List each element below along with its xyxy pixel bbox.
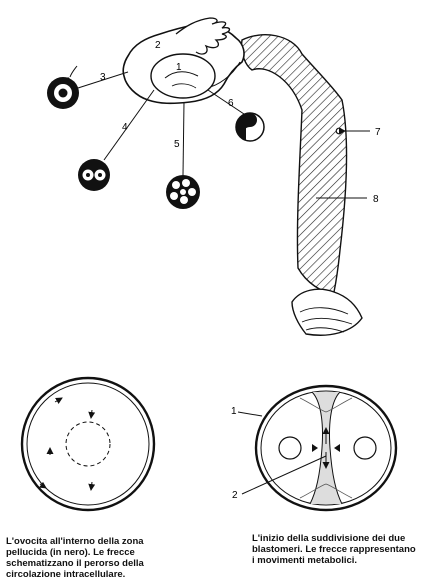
ovary <box>150 53 216 99</box>
stage-implanting <box>335 127 343 135</box>
reproductive-tract-diagram <box>122 17 363 336</box>
stage-blastocyst <box>235 112 265 142</box>
caption-ovocyte: L'ovocita all'interno della zona pelluci… <box>6 536 144 580</box>
label-b1: 1 <box>231 406 237 417</box>
caption-line: pellucida (in nero). Le frecce <box>6 547 135 558</box>
label-1: 1 <box>176 62 182 73</box>
caption-line: schematizzano il perorso della <box>6 558 144 569</box>
label-4: 4 <box>122 122 128 133</box>
uterus-hatched <box>240 34 348 293</box>
caption-line: blastomeri. Le frecce rappresentano <box>252 544 416 555</box>
label-b2: 2 <box>232 490 238 501</box>
ovocyte-circulation-diagram <box>20 376 156 512</box>
caption-blastomeres: L'inizio della suddivisione dei due blas… <box>252 533 416 566</box>
label-7: 7 <box>375 127 381 138</box>
caption-line: L'ovocita all'interno della zona <box>6 536 144 547</box>
label-6: 6 <box>228 98 234 109</box>
stage-two-cell <box>78 159 110 191</box>
stage-ovocyte <box>47 65 79 109</box>
fimbriae <box>175 17 231 55</box>
label-2: 2 <box>155 40 161 51</box>
label-8: 8 <box>373 194 379 205</box>
label-3: 3 <box>100 72 106 83</box>
caption-line: L'inizio della suddivisione dei due <box>252 533 406 544</box>
caption-line: circolazione intracellulare. <box>6 569 126 580</box>
leader-lines <box>77 71 370 199</box>
blastomere-division-diagram <box>237 384 398 512</box>
label-5: 5 <box>174 139 180 150</box>
stage-morula <box>166 175 200 209</box>
caption-line: i movimenti metabolici. <box>252 555 358 566</box>
cervix <box>291 288 363 336</box>
